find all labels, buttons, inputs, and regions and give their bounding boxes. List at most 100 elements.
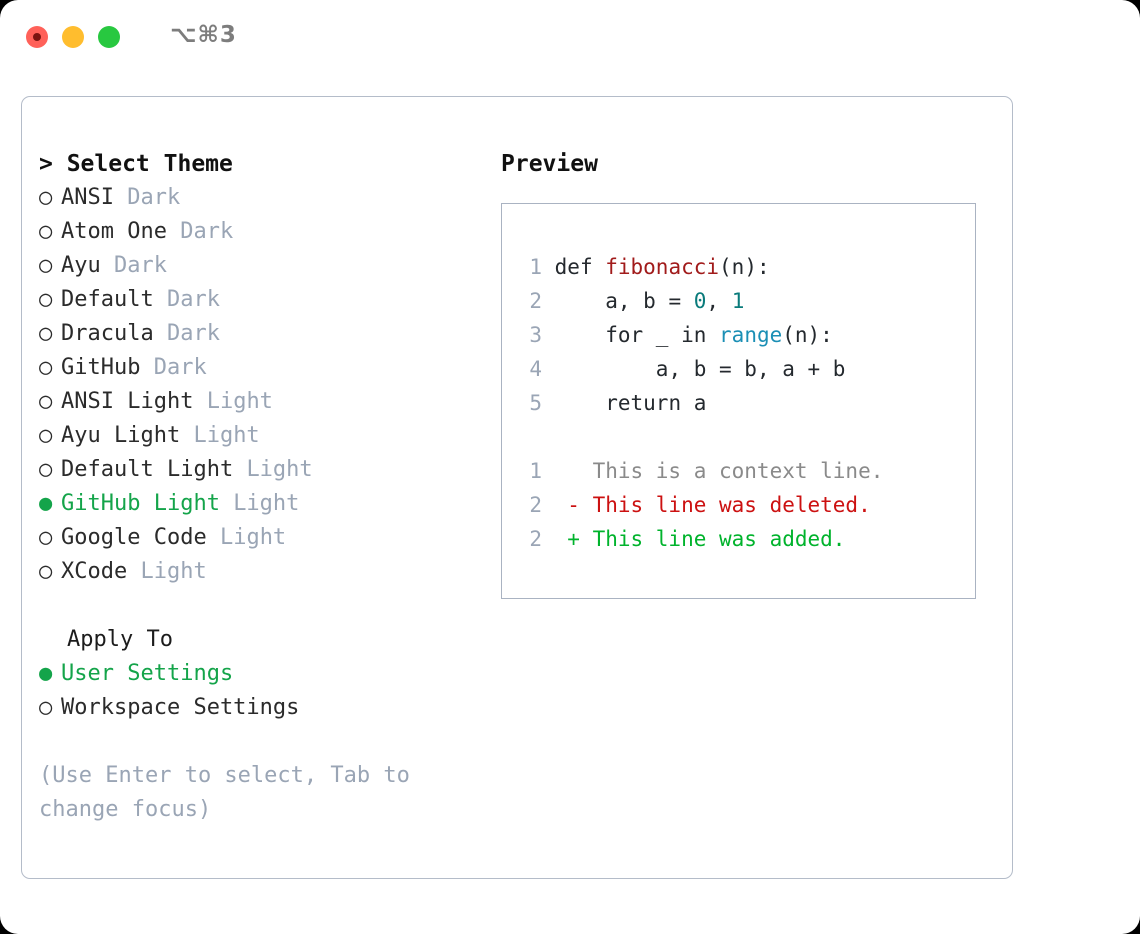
code-gutter-space [542,357,555,381]
code-line-number: 4 [529,357,542,381]
radio-unselected-icon: ○ [39,559,53,584]
diff-line-text: + This line was added. [542,527,846,551]
theme-option-github[interactable]: ○ GitHub Dark [39,351,489,385]
theme-variant-badge: Light [193,423,260,448]
keyboard-hint-text: (Use Enter to select, Tab to change focu… [39,763,424,822]
theme-variant-badge: Light [233,491,300,516]
code-token-plain: , [706,289,732,313]
theme-picker-column: > Select Theme ○ANSI Dark○Atom One Dark○… [39,147,489,827]
code-token-fn: fibonacci [605,255,720,279]
code-line: 5 return a [514,386,975,420]
radio-unselected-icon: ○ [39,185,53,210]
theme-option-ansi-light[interactable]: ○ANSI Light Light [39,385,489,419]
code-line: 3 for _ in range(n): [514,318,975,352]
apply-to-heading: Apply To [67,627,173,652]
theme-option-default[interactable]: ○ Default Dark [39,283,489,317]
theme-variant-badge: Dark [166,321,220,346]
radio-unselected-icon: ○ [39,253,53,278]
code-token-plain: (n): [782,323,833,347]
apply-to-section: Apply To ● User Settings ○ Workspace Settin… [39,623,489,725]
diff-line-ctx: 1 This is a context line. [514,454,975,488]
theme-variant-badge: Light [206,389,273,414]
theme-list[interactable]: ○ ANSI Dark ○ Atom One Dark ○ Ayu Dark ○ Defaul… [39,181,489,589]
code-diff-spacer [514,420,975,454]
theme-variant-badge: Dark [153,355,207,380]
theme-name-label: Default Light [61,457,247,482]
code-token-plain: return a [554,391,707,415]
theme-variant-badge: Dark [166,287,220,312]
select-theme-heading: > Select Theme [39,151,233,177]
theme-name-label: XCode [61,559,141,584]
theme-variant-badge: Dark [127,185,181,210]
theme-variant-badge: Dark [113,253,167,278]
theme-name-label: Dracula [61,321,167,346]
code-token-plain: for _ in [554,323,720,347]
theme-name-label: Ayu Light [61,423,194,448]
apply-to-label: Workspace Settings [61,695,300,720]
apply-to-list[interactable]: ● User Settings ○ Workspace Settings [39,657,489,725]
apply-to-option-user-settings[interactable]: ● User Settings [39,657,489,691]
theme-option-default-light[interactable]: ○ Default Light Light [39,453,489,487]
code-gutter-space [542,391,555,415]
apply-to-label: User Settings [61,661,234,686]
diff-line-number: 2 [529,527,542,551]
theme-option-ayu-light[interactable]: ○ Ayu Light Light [39,419,489,453]
theme-option-ayu[interactable]: ○ Ayu Dark [39,249,489,283]
diff-line-text: - This line was deleted. [542,493,871,517]
keyboard-shortcut-label: ⌥⌘3 [170,22,237,48]
radio-unselected-icon: ○ [39,423,53,448]
code-token-num: 0 [693,289,707,313]
radio-unselected-icon: ○ [39,321,53,346]
radio-unselected-icon: ○ [39,525,53,550]
theme-name-label: Google Code [61,525,220,550]
theme-option-google-code[interactable]: ○ Google Code Light [39,521,489,555]
theme-option-dracula[interactable]: ○ Dracula Dark [39,317,489,351]
radio-unselected-icon: ○ [39,457,53,482]
theme-option-atom-one[interactable]: ○ Atom One Dark [39,215,489,249]
radio-unselected-icon: ○ [39,219,53,244]
preview-heading: Preview [501,151,598,177]
code-token-plain: a, b = b, a + b [554,357,846,381]
code-token-num: 1 [731,289,745,313]
diff-line-del: 2 - This line was deleted. [514,488,975,522]
code-line-number: 3 [529,323,542,347]
theme-variant-badge: Dark [180,219,234,244]
theme-name-label: Ayu [61,253,114,278]
code-gutter-space [542,323,555,347]
apply-to-option-workspace-settings[interactable]: ○ Workspace Settings [39,691,489,725]
maximize-button-icon[interactable] [98,26,120,48]
radio-selected-icon: ● [39,661,53,686]
theme-name-label: Atom One [61,219,181,244]
theme-name-label: ANSI [61,185,128,210]
title-bar: ⌥⌘3 [0,0,1140,78]
theme-option-xcode[interactable]: ○XCode Light [39,555,489,589]
preview-column: Preview 1 def fibonacci(n):2 a, b = 0, 1… [501,147,996,599]
radio-unselected-icon: ○ [39,389,53,414]
radio-unselected-icon: ○ [39,355,53,380]
diff-line-text: This is a context line. [542,459,884,483]
diff-line-number: 1 [529,459,542,483]
code-line-number: 5 [529,391,542,415]
close-button-icon[interactable] [26,26,48,48]
window-controls [26,26,120,48]
code-line-number: 2 [529,289,542,313]
code-gutter-space [542,289,555,313]
code-line: 2 a, b = 0, 1 [514,284,975,318]
theme-variant-badge: Light [246,457,313,482]
theme-option-ansi[interactable]: ○ ANSI Dark [39,181,489,215]
theme-name-label: Default [61,287,167,312]
radio-selected-icon: ● [39,491,53,516]
code-line: 4 a, b = b, a + b [514,352,975,386]
theme-option-github-light[interactable]: ● GitHub Light Light [39,487,489,521]
code-token-call: range [719,323,783,347]
code-line-number: 1 [529,255,542,279]
radio-unselected-icon: ○ [39,287,53,312]
code-token-plain: a, b = [554,289,694,313]
radio-unselected-icon: ○ [39,695,53,720]
theme-variant-badge: Light [219,525,287,550]
theme-name-label: GitHub Light [61,491,234,516]
minimize-button-icon[interactable] [62,26,84,48]
theme-name-label: GitHub [61,355,154,380]
